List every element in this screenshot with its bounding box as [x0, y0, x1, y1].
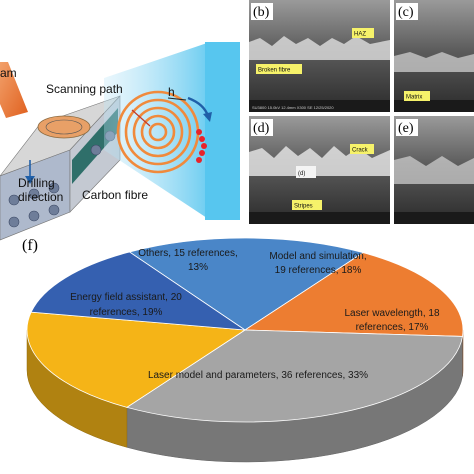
label-model-line1: Model and simulation, — [269, 251, 366, 262]
sem-panel-b: (b) HAZ Broken fibre SU3800 15.0kV 12.4m… — [249, 0, 390, 112]
sem-d-tag-d: (d) — [298, 171, 305, 177]
label-energy-line1: Energy field assistant, 20 — [70, 292, 182, 303]
pie-slice-energy-field-assistant — [26, 311, 247, 408]
pie-slice-laser-wavelength — [243, 252, 464, 337]
label-wavelength-line1: Laser wavelength, 18 — [344, 308, 440, 319]
sem-panel-d: (d) Crack Stripes (d) — [249, 116, 390, 224]
label-parameters-line1: Laser model and parameters, 36 reference… — [148, 370, 368, 381]
label-others-line1: Others, 15 references, — [138, 248, 238, 259]
h-label: h — [168, 85, 175, 99]
drill-hole — [37, 115, 91, 139]
pie-slice-laser-model-and-parameters — [125, 329, 463, 423]
sem-d-tag-crack: Crack — [352, 148, 369, 154]
h-dimension — [167, 97, 187, 101]
beam-label: am — [0, 66, 17, 80]
label-wavelength-line2: references, 17% — [356, 322, 429, 333]
laser-spots — [196, 129, 207, 163]
pie-slices — [26, 237, 464, 423]
sem-panel-c: (c) Matrix — [394, 0, 474, 112]
pie-labels: Model and simulation, 19 references, 18%… — [70, 248, 440, 381]
label-others-line2: 13% — [188, 262, 208, 273]
drilling-direction-label-2: direction — [18, 190, 63, 204]
label-model-line2: 19 references, 18% — [275, 265, 362, 276]
zoom-cone — [104, 42, 210, 220]
scan-pointer — [131, 109, 151, 127]
sem-c-tag-matrix: Matrix — [406, 95, 422, 101]
laser-beam — [0, 62, 28, 118]
sem-b-tag-broken-fibre: Broken fibre — [258, 68, 291, 74]
pie-panel-label: (f) — [22, 237, 38, 254]
sem-c-letter: (c) — [398, 5, 414, 20]
zoom-panel — [205, 42, 240, 220]
label-energy-line2: references, 19% — [90, 307, 163, 318]
sem-d-letter: (d) — [253, 121, 270, 136]
schematic-diagram: am h Scanning path Drilling — [0, 42, 240, 241]
sem-b-tag-haz: HAZ — [354, 32, 366, 38]
drilling-direction-label-1: Drilling — [18, 176, 55, 190]
sem-e-letter: (e) — [398, 121, 414, 136]
drilling-arrowhead — [25, 176, 35, 184]
scanning-path-label: Scanning path — [46, 82, 123, 96]
pie-slice-model-and-simulation — [128, 237, 365, 331]
sem-b-footer: SU3800 15.0kV 12.4mm X300 SE 12/25/2020 — [252, 105, 334, 110]
sem-panel-e: (e) — [394, 116, 474, 224]
pie-slice-others — [30, 251, 247, 331]
carbon-fibre-label: Carbon fibre — [82, 188, 148, 202]
sem-b-letter: (b) — [253, 5, 270, 20]
sem-d-tag-stripes: Stripes — [294, 204, 313, 210]
